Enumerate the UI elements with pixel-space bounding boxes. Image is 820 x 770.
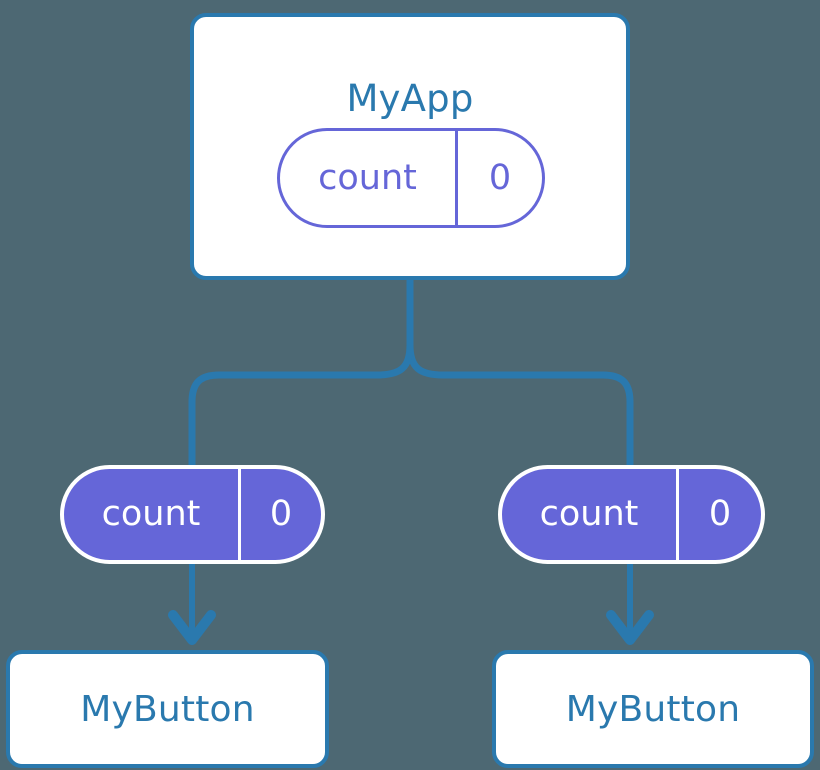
- fork-branch-left: [188, 344, 414, 465]
- state-pill-myapp-value: 0: [488, 157, 512, 198]
- state-pill-child-right-key: count: [502, 469, 679, 560]
- chevron-arrow-icon-right: [606, 610, 654, 645]
- state-pill-myapp-key: count: [280, 131, 458, 225]
- node-mybutton-left-label: MyButton: [80, 689, 255, 730]
- chevron-arrow-icon-left: [168, 610, 216, 645]
- node-mybutton-left[interactable]: MyButton: [6, 650, 329, 768]
- state-pill-myapp[interactable]: count 0: [277, 128, 545, 228]
- fork-branch-right: [406, 344, 634, 465]
- state-pill-child-right[interactable]: count 0: [498, 465, 765, 564]
- node-mybutton-right-label: MyButton: [565, 689, 741, 730]
- node-myapp-label: MyApp: [346, 77, 474, 120]
- state-pill-child-left[interactable]: count 0: [60, 465, 325, 564]
- state-pill-child-left-value: 0: [269, 494, 293, 534]
- node-mybutton-right[interactable]: MyButton: [492, 650, 814, 768]
- state-pill-child-left-key: count: [64, 469, 241, 560]
- state-pill-child-right-value: 0: [708, 494, 732, 534]
